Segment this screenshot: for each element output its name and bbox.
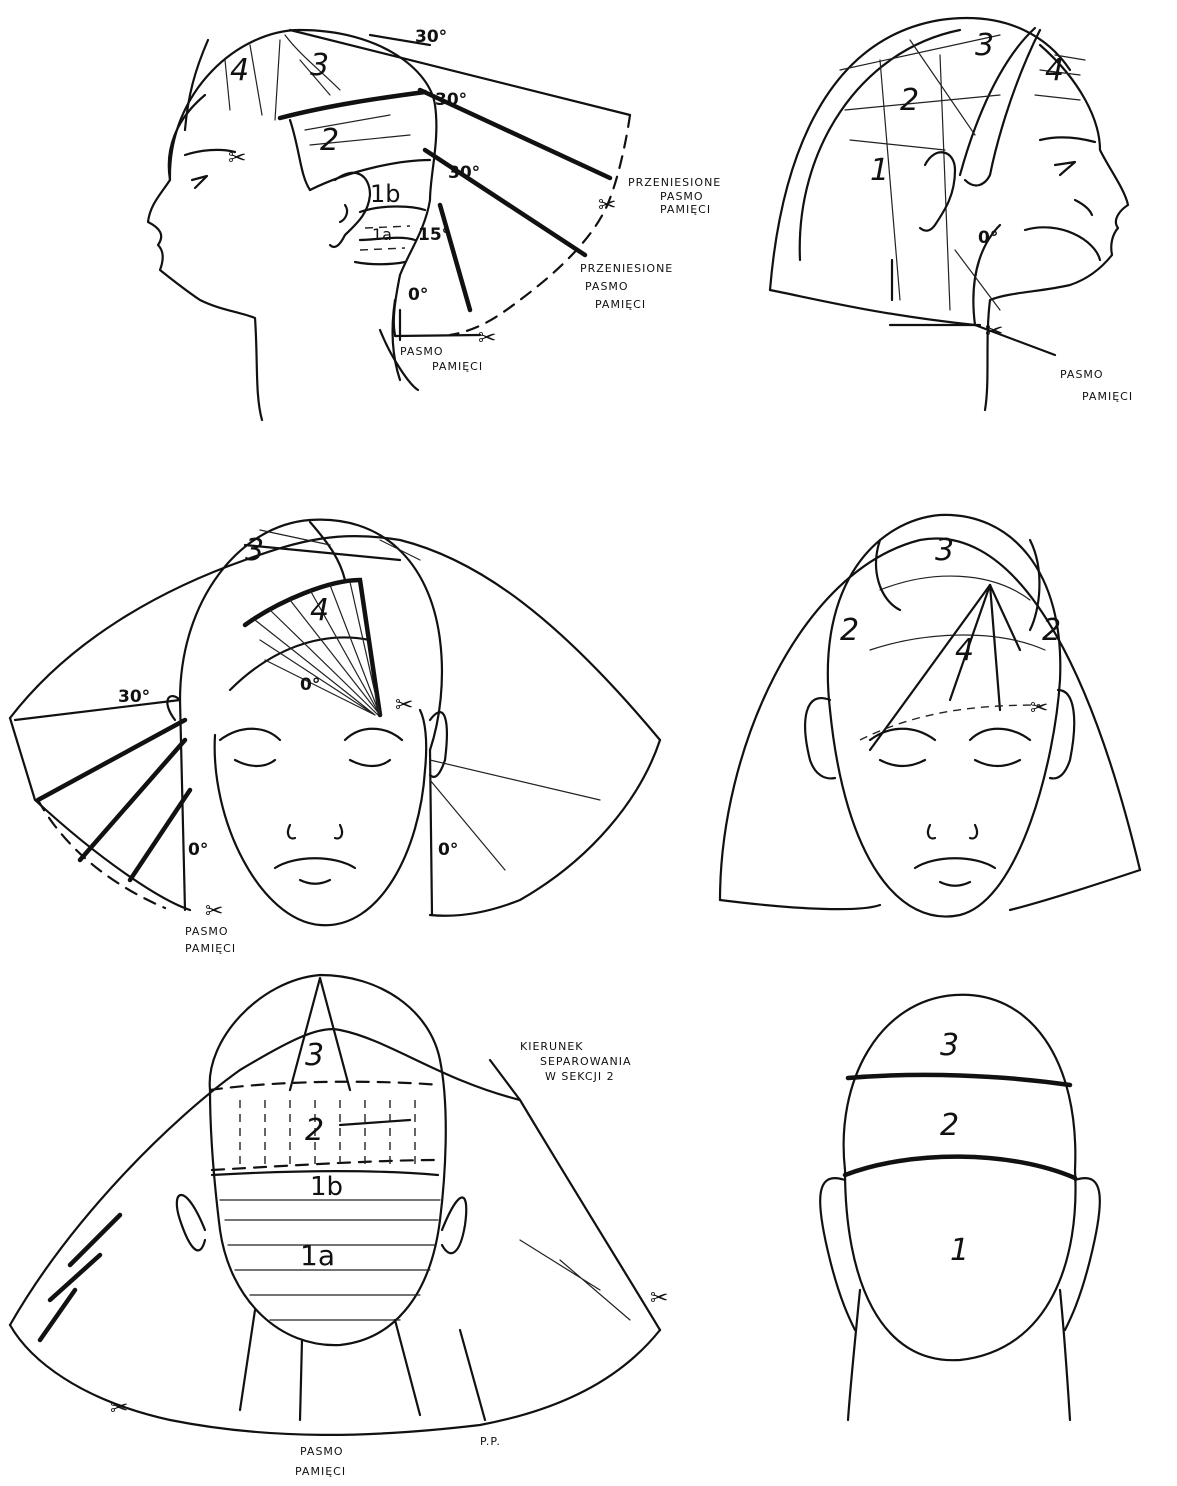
section-1b: 1b [370,180,401,208]
panel-side-right: 1 2 3 4 0° PASMO PAMIĘCI ✂ [770,18,1133,410]
scissors-icon: ✂ [478,326,496,351]
angle-30-low: 30° [448,163,480,183]
section-4: 4 [230,53,249,88]
br-section-2: 2 [940,1108,959,1143]
przeniesione-label-1c: PAMIĘCI [660,203,711,216]
sr-pasmo-label-b: PAMIĘCI [1082,390,1133,403]
fl-angle-0-left: 0° [188,840,208,860]
pasmo-label: PASMO [400,345,444,358]
bl-pp-label: P.P. [480,1435,501,1448]
fr-section-3: 3 [935,533,954,568]
fl-angle-30: 30° [118,687,150,707]
section-1a: 1a [372,225,392,244]
sr-section-3: 3 [975,28,994,63]
angle-30-mid: 30° [435,90,467,110]
bl-section-1b: 1b [310,1172,343,1202]
section-3: 3 [310,48,329,83]
sr-section-1: 1 [870,153,889,188]
scissors-icon: ✂ [1030,696,1048,721]
panel-back-left: 3 2 1b 1a KIERUNEK SEPAROWANIA W SEKCJI … [10,975,668,1478]
scissors-icon: ✂ [650,1286,668,1311]
panel-front-left: 3 4 30° 0° 0° 0° PASMO PAMIĘCI ✂ ✂ [10,520,660,955]
fl-pasmo-label-b: PAMIĘCI [185,942,236,955]
scissors-icon: ✂ [985,319,1003,344]
side-left-profile [148,95,262,420]
angle-0: 0° [408,285,428,305]
angle-30-top: 30° [415,27,447,47]
przeniesione-label-2b: PASMO [585,280,629,293]
przeniesione-label-1b: PASMO [660,190,704,203]
bl-pasmo-label-b: PAMIĘCI [295,1465,346,1478]
fr-section-2-right: 2 [1042,613,1061,648]
sr-angle-0: 0° [978,228,998,248]
bl-section-1a: 1a [300,1239,335,1272]
przeniesione-label-1: PRZENIESIONE [628,176,721,189]
panel-side-left: 30° 30° 30° 15° 0° 4 3 2 1b 1a PRZENIESI… [148,27,721,420]
sr-pasmo-label: PASMO [1060,368,1104,381]
fl-section-3: 3 [245,533,264,568]
fr-section-4: 4 [955,633,974,668]
scissors-icon: ✂ [205,899,223,924]
bl-section-2: 2 [305,1113,324,1148]
sr-section-2: 2 [900,83,919,118]
fr-section-2-left: 2 [840,613,859,648]
fl-pasmo-label: PASMO [185,925,229,938]
bl-kierunek-label-b: SEPAROWANIA [540,1055,632,1068]
przeniesione-label-2c: PAMIĘCI [595,298,646,311]
bl-kierunek-label: KIERUNEK [520,1040,584,1053]
fl-angle-0-right: 0° [438,840,458,860]
przeniesione-label-2: PRZENIESIONE [580,262,673,275]
br-section-3: 3 [940,1028,959,1063]
panel-back-right: 3 2 1 [820,995,1100,1420]
scissors-icon: ✂ [598,193,616,218]
bl-section-3: 3 [305,1038,324,1073]
fl-section-4: 4 [310,593,329,628]
fl-angle-0-top: 0° [300,675,320,695]
sr-section-4: 4 [1045,53,1064,88]
section-2: 2 [320,123,339,158]
br-section-1: 1 [950,1233,969,1268]
bl-pasmo-label: PASMO [300,1445,344,1458]
scissors-icon: ✂ [228,146,246,171]
panel-front-right: 3 4 2 2 ✂ [720,515,1140,917]
angle-15: 15° [418,225,450,245]
scissors-icon: ✂ [110,1396,128,1421]
pasmo-label-b: PAMIĘCI [432,360,483,373]
scissors-icon: ✂ [395,693,413,718]
bl-kierunek-label-c: W SEKCJI 2 [545,1070,615,1083]
